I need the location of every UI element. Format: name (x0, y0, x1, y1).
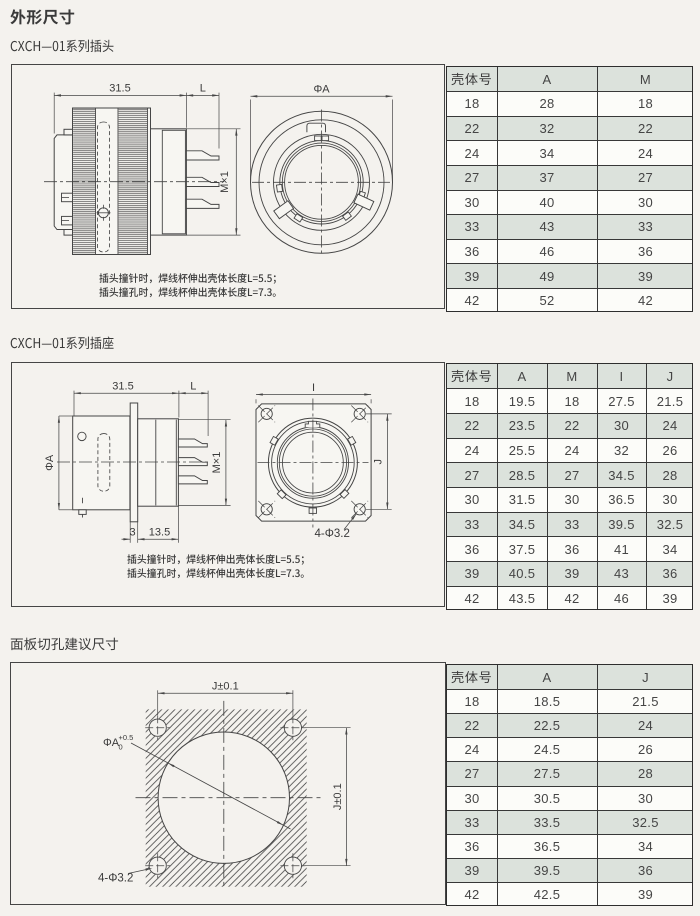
svg-text:L: L (200, 83, 206, 95)
svg-text:M×1: M×1 (219, 171, 231, 193)
svg-text:J±0.1: J±0.1 (332, 783, 344, 810)
svg-text:4-Φ3.2: 4-Φ3.2 (315, 528, 350, 540)
svg-text:31.5: 31.5 (109, 83, 130, 95)
svg-text:J: J (373, 459, 385, 465)
svg-text:0: 0 (119, 743, 123, 752)
svg-text:+0.5: +0.5 (119, 733, 134, 742)
svg-text:ΦA: ΦA (313, 84, 330, 96)
svg-text:ΦA: ΦA (44, 454, 56, 471)
svg-text:13.5: 13.5 (149, 527, 170, 539)
svg-text:3: 3 (129, 527, 135, 539)
svg-text:ΦA: ΦA (103, 737, 120, 749)
svg-text:M×1: M×1 (211, 452, 223, 474)
svg-text:J±0.1: J±0.1 (212, 681, 239, 693)
svg-text:31.5: 31.5 (112, 380, 133, 392)
svg-text:4-Φ3.2: 4-Φ3.2 (98, 872, 133, 884)
svg-text:L: L (190, 380, 196, 392)
svg-text:I: I (312, 382, 315, 394)
